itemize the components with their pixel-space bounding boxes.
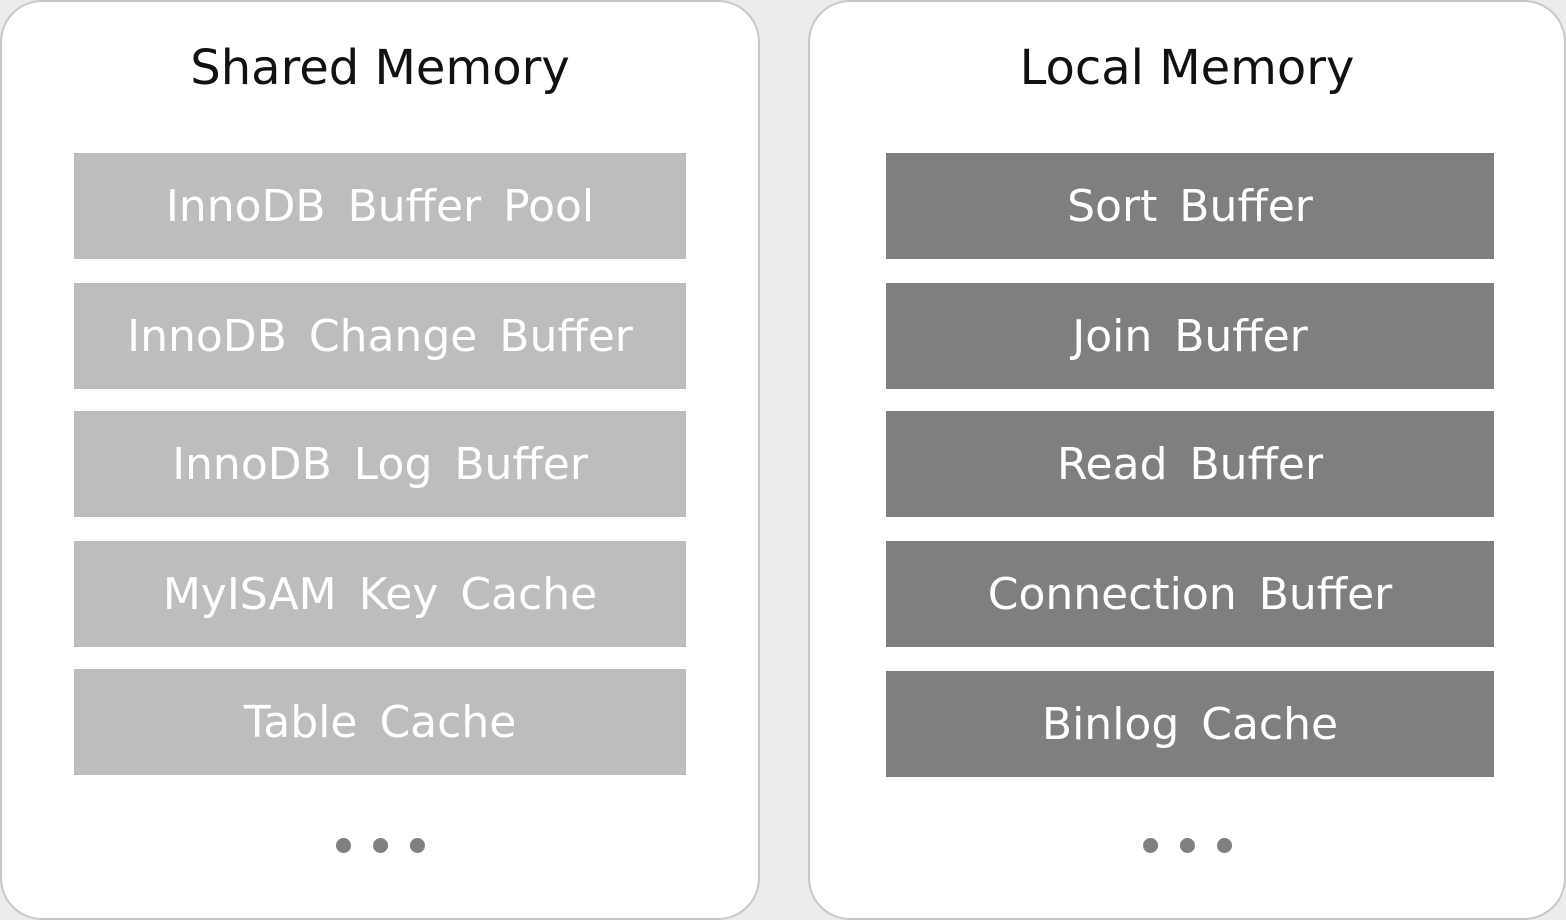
shared-item-innodb-buffer-pool: InnoDB Buffer Pool bbox=[74, 153, 686, 259]
ellipsis-icon bbox=[2, 838, 758, 853]
local-memory-panel: Local Memory Sort Buffer Join Buffer Rea… bbox=[808, 0, 1566, 920]
shared-item-myisam-key-cache: MyISAM Key Cache bbox=[74, 541, 686, 647]
local-memory-title: Local Memory bbox=[1019, 40, 1355, 96]
shared-item-innodb-log-buffer: InnoDB Log Buffer bbox=[74, 411, 686, 517]
local-item-sort-buffer: Sort Buffer bbox=[886, 153, 1494, 259]
shared-item-innodb-change-buffer: InnoDB Change Buffer bbox=[74, 283, 686, 389]
shared-memory-title: Shared Memory bbox=[190, 40, 570, 96]
shared-memory-panel: Shared Memory InnoDB Buffer Pool InnoDB … bbox=[0, 0, 760, 920]
local-item-join-buffer: Join Buffer bbox=[886, 283, 1494, 389]
local-item-connection-buffer: Connection Buffer bbox=[886, 541, 1494, 647]
local-item-binlog-cache: Binlog Cache bbox=[886, 671, 1494, 777]
ellipsis-icon bbox=[810, 838, 1564, 853]
local-item-read-buffer: Read Buffer bbox=[886, 411, 1494, 517]
shared-item-table-cache: Table Cache bbox=[74, 669, 686, 775]
